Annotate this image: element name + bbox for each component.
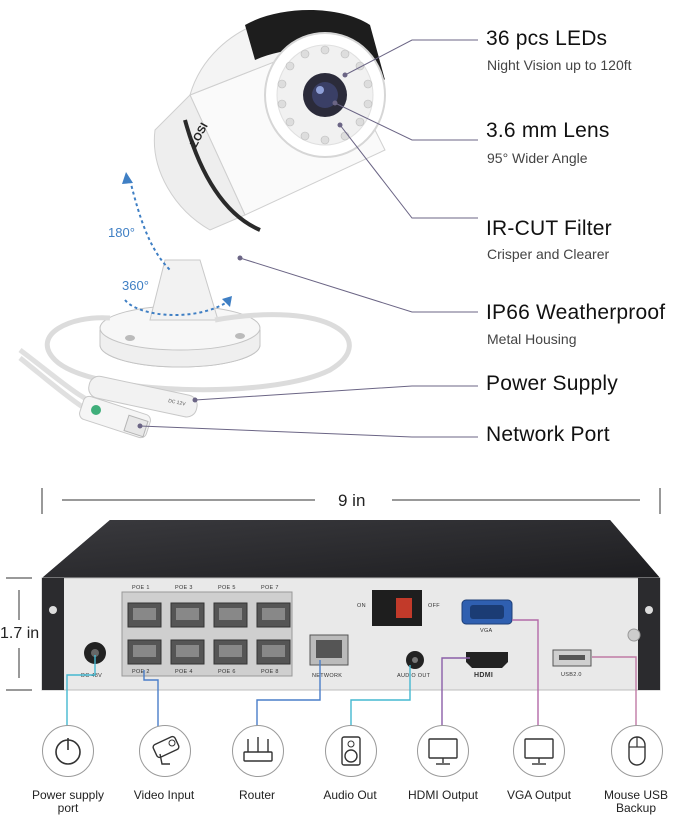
feature-lens-subtitle: 95° Wider Angle (487, 150, 588, 166)
feature-lens-title: 3.6 mm Lens (486, 119, 610, 142)
video-input-icon-badge (139, 725, 191, 777)
feature-ircut-title: IR-CUT Filter (486, 217, 612, 240)
rotate-360-label: 360° (122, 278, 149, 293)
cable-connectors: DC 12V (79, 375, 198, 439)
poe5-label: POE 5 (218, 585, 236, 591)
nvr-height-label: 1.7 in (0, 625, 40, 642)
rotate-180-label: 180° (108, 225, 135, 240)
feature-weatherproof-title: IP66 Weatherproof (486, 301, 666, 324)
feature-weatherproof-subtitle: Metal Housing (487, 331, 577, 347)
nvr-dimension-lines (6, 488, 661, 691)
speaker-icon (341, 736, 361, 766)
poe6-label: POE 6 (218, 669, 236, 675)
camera-icon (152, 735, 180, 765)
vga-output-icon-badge (513, 725, 565, 777)
monitor-icon (428, 738, 458, 765)
port-connector-lines (66, 619, 637, 735)
mouse-icon (628, 736, 646, 766)
poe7-label: POE 7 (261, 585, 279, 591)
nvr-width-label: 9 in (338, 491, 366, 510)
dc-jack-label: DC 48V (81, 673, 103, 679)
network-port-label: NETWORK (312, 673, 343, 679)
router-icon (243, 737, 273, 762)
audio-out-label-bottom: Audio Out (323, 788, 377, 802)
feature-ircut-subtitle: Crisper and Clearer (487, 246, 610, 262)
switch-off-label: OFF (428, 603, 440, 609)
poe1-label: POE 1 (132, 585, 150, 591)
poe8-label: POE 8 (261, 669, 279, 675)
feature-power-title: Power Supply (486, 372, 618, 395)
vga-port-label: VGA (480, 628, 493, 634)
nvr-device (41, 520, 661, 691)
mouse-usb-icon-badge (611, 725, 663, 777)
audio-out-icon-badge (325, 725, 377, 777)
usb-port-label: USB2.0 (561, 672, 582, 678)
vga-output-label: VGA Output (506, 788, 572, 802)
power-port-icon-badge (42, 725, 94, 777)
connector-label: DC 12V (168, 398, 187, 408)
feature-network-title: Network Port (486, 423, 610, 446)
hdmi-output-label: HDMI Output (407, 788, 479, 802)
router-icon-badge (232, 725, 284, 777)
camera-mount (99, 259, 261, 368)
router-label: Router (238, 788, 276, 802)
poe2-label: POE 2 (132, 669, 150, 675)
video-input-label: Video Input (133, 788, 195, 802)
poe3-label: POE 3 (175, 585, 193, 591)
camera-illustration: DC 12V ZOSI 180° 360° (18, 10, 478, 439)
audio-out-label: AUDIO OUT (397, 673, 431, 679)
mouse-usb-backup-label: Mouse USB Backup (603, 788, 669, 815)
monitor-icon (524, 738, 554, 765)
power-icon (55, 738, 81, 765)
poe4-label: POE 4 (175, 669, 193, 675)
rotation-indicators (124, 179, 231, 317)
camera-body: ZOSI (153, 10, 386, 232)
feature-leds-title: 36 pcs LEDs (486, 27, 608, 50)
hdmi-output-icon-badge (417, 725, 469, 777)
power-supply-port-label: Power supply port (31, 788, 105, 815)
feature-leds-subtitle: Night Vision up to 120ft (487, 57, 632, 73)
switch-on-label: ON (357, 603, 366, 609)
hdmi-port-label: HDMI (474, 672, 494, 679)
feature-leader-lines (139, 39, 478, 438)
